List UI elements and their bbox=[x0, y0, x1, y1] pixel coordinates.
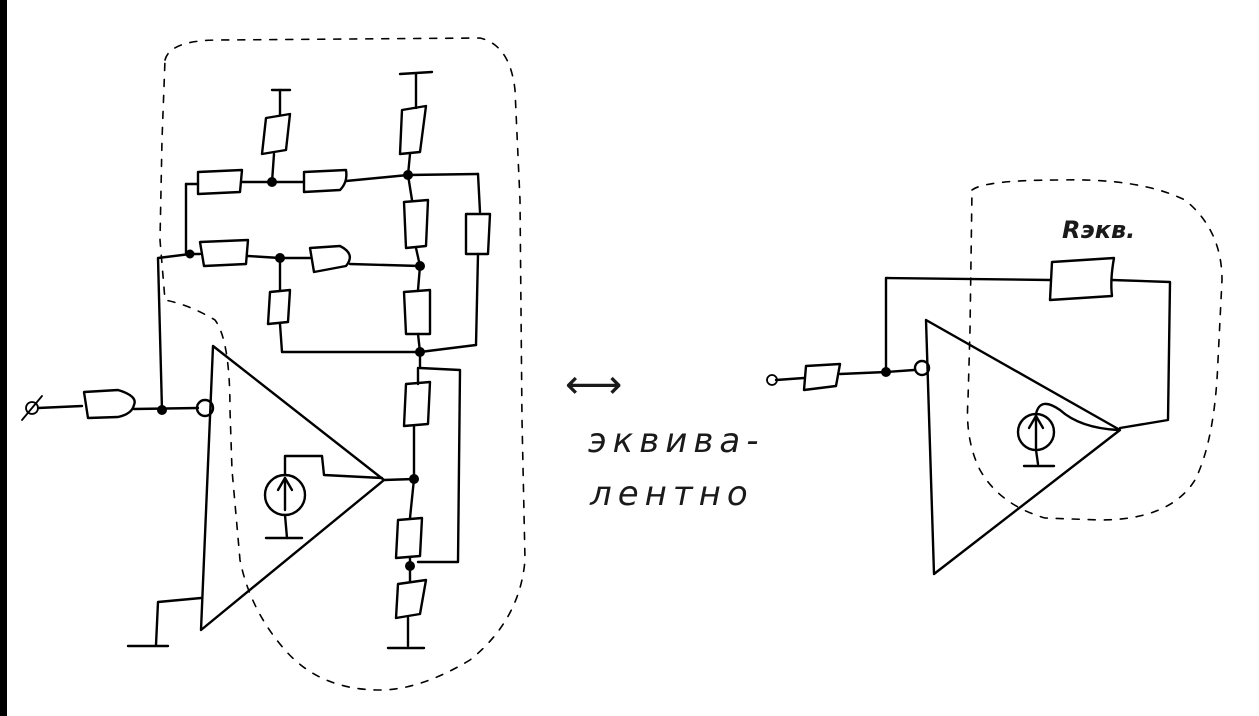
equiv-line-1: эквива- bbox=[588, 421, 764, 461]
resistor-lower-2 bbox=[394, 516, 424, 560]
right-inverting-marker bbox=[913, 359, 931, 377]
resistor-row2-a bbox=[198, 238, 250, 268]
equivalence-label: ⟷ эквива- лентно bbox=[565, 362, 764, 514]
resistor-top-left bbox=[260, 112, 292, 156]
left-dashed-boundary bbox=[159, 37, 526, 691]
resistor-row1-a bbox=[196, 168, 244, 196]
inverting-input-marker bbox=[195, 398, 215, 418]
resistor-lower-1 bbox=[402, 380, 432, 428]
equiv-line-2: лентно bbox=[589, 474, 754, 514]
left-current-source bbox=[263, 454, 384, 540]
r-equiv-resistor bbox=[1048, 256, 1116, 302]
resistor-right-3 bbox=[402, 288, 432, 336]
right-opamp bbox=[924, 318, 1122, 576]
resistor-top-right bbox=[398, 104, 428, 156]
double-arrow: ⟷ bbox=[565, 362, 622, 408]
resistor-mid-vertical bbox=[266, 288, 292, 326]
right-dashed-boundary bbox=[966, 179, 1223, 521]
resistor-right-2 bbox=[402, 198, 430, 250]
right-circuit: Rэкв. bbox=[766, 179, 1223, 576]
r-equiv-label: Rэкв. bbox=[1062, 216, 1135, 244]
right-current-source bbox=[1016, 402, 1120, 468]
left-circuit bbox=[21, 37, 526, 691]
input-resistor bbox=[82, 388, 136, 420]
resistor-row2-b bbox=[308, 244, 352, 274]
resistor-lower-3 bbox=[394, 578, 428, 620]
left-edge-bar bbox=[0, 0, 7, 716]
resistor-far-right bbox=[464, 212, 492, 256]
right-input-resistor bbox=[802, 362, 842, 392]
resistor-row1-b bbox=[302, 168, 348, 194]
left-opamp bbox=[199, 344, 386, 632]
